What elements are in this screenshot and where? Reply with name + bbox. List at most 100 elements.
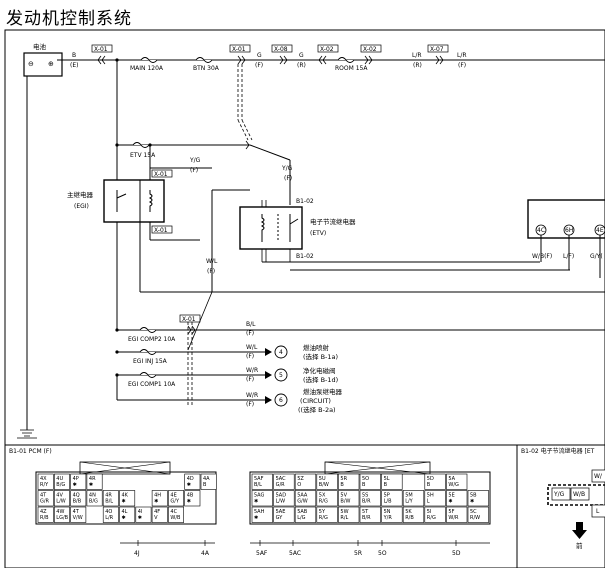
svg-text:((选择 B-2a): ((选择 B-2a) (298, 405, 336, 414)
fuse-egi-comp2-icon (139, 327, 157, 333)
pin-text: 4U (56, 476, 63, 482)
svg-text:(F): (F) (190, 167, 198, 174)
pin-text: B (427, 482, 431, 488)
pin-text: 5AC (276, 476, 287, 482)
svg-text:B/L: B/L (246, 321, 256, 328)
svg-text:W/R: W/R (246, 392, 258, 399)
pin-cell (168, 490, 184, 507)
pin-text: B/G (89, 499, 98, 505)
pin-cell (338, 490, 360, 507)
svg-text:燃油泵继电器: 燃油泵继电器 (303, 387, 343, 396)
pin-cell (294, 490, 317, 507)
pin-text: ✱ (470, 499, 475, 505)
pin-cell (316, 490, 338, 507)
tick-label: 5D (452, 550, 461, 557)
pin-text: 4T (40, 493, 47, 499)
pin-cell (467, 490, 489, 507)
pin-text: 4I (138, 509, 143, 515)
svg-text:(E): (E) (70, 62, 78, 69)
pin-text: 4H (154, 493, 161, 499)
pin-text: 4T (73, 509, 80, 515)
fuse-egi-comp1-label: EGI COMP1 10A (128, 381, 176, 388)
pin-text: B/G (56, 482, 65, 488)
pin-cell (151, 490, 168, 507)
pin-cell (273, 490, 295, 507)
pin-text: B/R (362, 515, 371, 521)
pin-text: 5Y (319, 509, 326, 515)
pin-text: GY (276, 515, 284, 521)
pin-text: 4E (170, 493, 176, 499)
svg-text:4C: 4C (537, 227, 545, 234)
pin-text: 5Z (297, 476, 304, 482)
fuse-egi-inj-label: EGI INJ 15A (133, 358, 168, 365)
pin-text: B/B (73, 499, 82, 505)
pin-cell (338, 473, 360, 490)
pin-text: O (297, 482, 301, 488)
pin-cell (359, 506, 381, 523)
svg-text:X-01: X-01 (232, 46, 246, 53)
pin-cell (316, 506, 338, 523)
pin-text: 5A (448, 476, 455, 482)
pcm-connector-label: B1-01 PCM (F) (9, 448, 52, 455)
svg-text:(CIRCUIT): (CIRCUIT) (300, 397, 331, 405)
svg-text:W/B(F): W/B(F) (532, 253, 552, 260)
pin-text: R/L (340, 515, 348, 521)
svg-text:(F): (F) (207, 268, 215, 275)
main-relay-name: 主继电器 (67, 190, 94, 199)
pin-text: W/R (448, 515, 459, 521)
pin-cell (294, 506, 317, 523)
pin-text: 5AD (276, 493, 287, 499)
pin-cell (102, 506, 119, 523)
pin-text: L/Y (405, 499, 413, 505)
pin-cell (119, 506, 136, 523)
pin-text: 4F (154, 509, 160, 515)
pin-cell (273, 506, 295, 523)
svg-text:(F): (F) (246, 353, 254, 360)
pin-text: R/G (319, 515, 328, 521)
fuse-main-icon (140, 57, 158, 63)
pin-text: V (154, 515, 158, 521)
pin-text: 4Z (40, 509, 47, 515)
pin-text: 5T (362, 509, 369, 515)
pin-text: 5O (362, 476, 369, 482)
pin-cell (53, 473, 70, 490)
pin-text: 5AE (276, 509, 286, 515)
svg-text:(R): (R) (413, 62, 422, 69)
svg-text:Y/G: Y/G (553, 491, 565, 498)
tick-label: 4J (134, 550, 140, 557)
svg-text:(F): (F) (246, 376, 254, 383)
pin-text: R/B (405, 515, 414, 521)
pin-text: 4O (105, 509, 112, 515)
pin-cell (338, 506, 360, 523)
pin-cell (37, 473, 54, 490)
svg-text:W/L: W/L (246, 344, 258, 351)
fuse-room-label: ROOM 15A (335, 65, 368, 72)
pin-text: R/W (470, 515, 480, 521)
tick-label: 5AC (289, 550, 301, 557)
pin-cell (446, 506, 468, 523)
svg-text:L: L (596, 508, 600, 515)
svg-text:6H: 6H (565, 227, 573, 234)
pin-text: L/B (384, 499, 392, 505)
pin-text: R/G (319, 499, 328, 505)
battery-label: 电池 (33, 42, 47, 51)
pin-text: R/G (427, 515, 436, 521)
svg-text:5: 5 (279, 372, 283, 379)
main-relay-sub: (EGI) (74, 203, 89, 210)
svg-text:燃油喷射: 燃油喷射 (303, 343, 330, 352)
right-module: 4C 6H 4E W/B(F) L/F) G/Y( (527, 199, 605, 260)
pin-text: B/R (362, 499, 371, 505)
pin-text: 5AG (254, 493, 265, 499)
svg-text:X-01: X-01 (154, 227, 168, 234)
pin-text: 5V (340, 493, 347, 499)
relay-coil-icon (148, 190, 153, 212)
pin-cell (37, 506, 54, 523)
pin-text: 5C (470, 509, 477, 515)
fuse-egi-comp1-icon (139, 372, 157, 378)
etv-relay-coil-icon (260, 214, 265, 242)
pin-text: 5U (319, 476, 326, 482)
pin-text: ✱ (122, 499, 127, 505)
svg-text:Y/G: Y/G (189, 157, 201, 164)
tick-label: 4A (201, 550, 210, 557)
